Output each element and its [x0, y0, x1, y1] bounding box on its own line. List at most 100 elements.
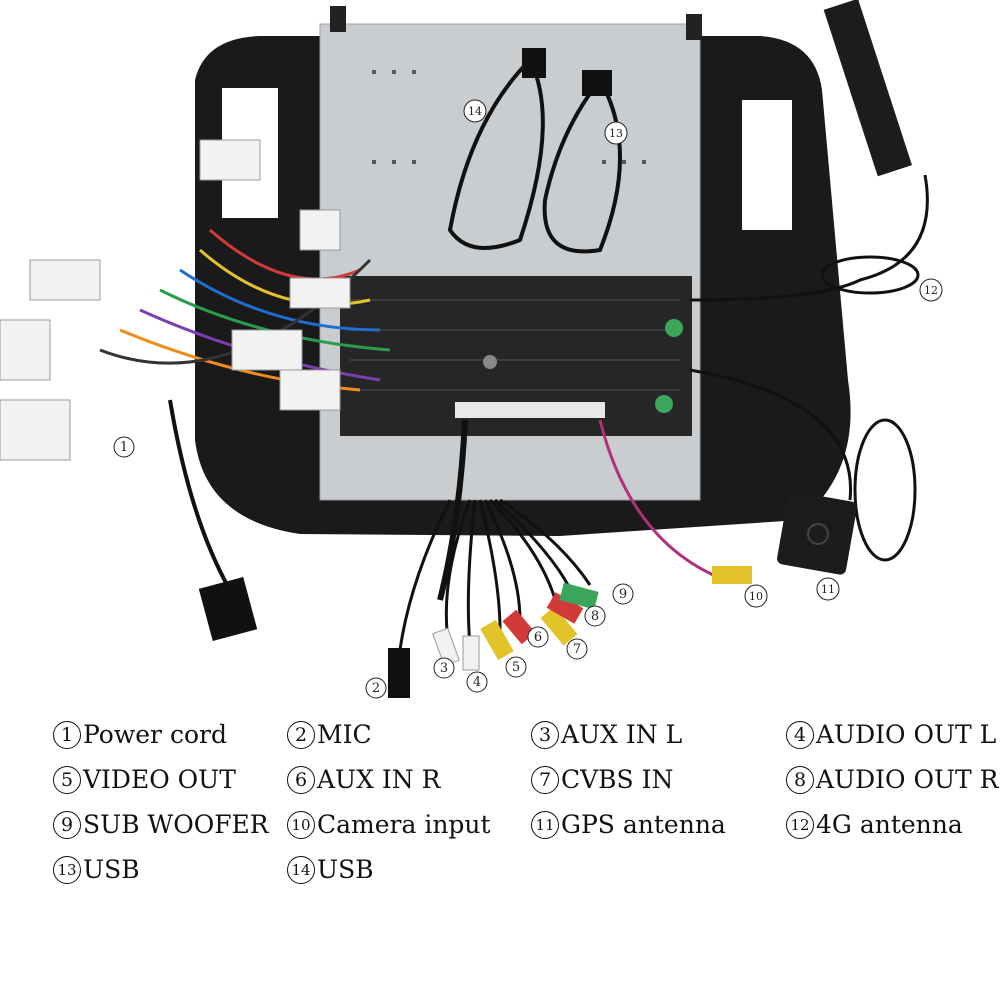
svg-text:14: 14 [468, 105, 482, 118]
svg-text:7: 7 [573, 642, 581, 657]
svg-text:3: 3 [440, 661, 448, 676]
harness-connector [199, 139, 261, 181]
callout-6: 6 [527, 626, 549, 648]
svg-text:13: 13 [609, 127, 623, 140]
legend-number: 5 [53, 766, 81, 794]
callout-13: 13 [604, 121, 628, 145]
legend-number: 1 [53, 721, 81, 749]
frame-slot-right [742, 100, 792, 230]
legend-number: 7 [531, 766, 559, 794]
legend-label: AUDIO OUT L [816, 720, 997, 749]
mic-plug [388, 648, 410, 698]
rca-plug-red [502, 609, 536, 645]
legend-label: GPS antenna [561, 810, 726, 839]
legend-label: SUB WOOFER [83, 810, 269, 839]
legend-number: 8 [786, 766, 814, 794]
legend-label: VIDEO OUT [83, 765, 236, 794]
callout-3: 3 [433, 657, 455, 679]
svg-text:1: 1 [120, 440, 128, 455]
harness-connector [299, 209, 341, 251]
legend-label: MIC [317, 720, 372, 749]
legend-label: Camera input [317, 810, 491, 839]
harness-connector [289, 277, 351, 309]
callout-10: 10 [744, 584, 768, 608]
svg-text:2: 2 [372, 681, 380, 696]
callout-12: 12 [919, 278, 943, 302]
legend-label: AUX IN L [561, 720, 683, 749]
legend-label: USB [83, 855, 140, 884]
4g-antenna-cable [689, 174, 929, 302]
gps-antenna [777, 491, 857, 575]
legend-label: USB [317, 855, 374, 884]
legend-label: CVBS IN [561, 765, 674, 794]
rca-plug-yellow [712, 566, 752, 584]
rca-bundle [437, 419, 468, 601]
head-unit-photo: 1 2 3 4 5 6 7 8 9 10 11 12 13 14 [0, 0, 943, 699]
legend-label: AUX IN R [317, 765, 441, 794]
green-port [655, 395, 673, 413]
legend-number: 9 [53, 811, 81, 839]
legend-number: 14 [287, 856, 315, 884]
callout-8: 8 [584, 605, 606, 627]
legend-number: 12 [786, 811, 814, 839]
mounting-tab [686, 14, 702, 40]
legend-number: 4 [786, 721, 814, 749]
svg-text:6: 6 [534, 630, 542, 645]
callout-5: 5 [505, 656, 527, 678]
legend-label: Power cord [83, 720, 227, 749]
svg-text:9: 9 [619, 587, 627, 602]
camera-input-cable [598, 419, 721, 580]
legend-number: 2 [287, 721, 315, 749]
svg-text:4: 4 [473, 675, 481, 690]
mounting-tab [330, 6, 346, 32]
legend-number: 10 [287, 811, 315, 839]
harness-connector [279, 369, 341, 411]
legend-number: 6 [287, 766, 315, 794]
rca-plug-white [462, 635, 480, 671]
callout-11: 11 [816, 577, 840, 601]
chassis-knob [483, 355, 497, 369]
rca-plug-red [546, 592, 584, 624]
legend-number: 3 [531, 721, 559, 749]
harness-connector [231, 329, 303, 371]
gps-logo-icon [807, 523, 829, 545]
4g-cable-coil [820, 255, 920, 295]
rca-plug-green [559, 582, 599, 610]
harness-connector [0, 319, 51, 381]
green-port [665, 319, 683, 337]
harness-connector [29, 259, 101, 301]
svg-text:11: 11 [821, 583, 835, 596]
svg-text:12: 12 [924, 284, 938, 297]
legend-number: 13 [53, 856, 81, 884]
connector-block [455, 402, 605, 418]
usb-plug [522, 48, 546, 78]
callout-2: 2 [365, 677, 387, 699]
gps-antenna-cable [689, 368, 853, 501]
usb-adapter [198, 576, 258, 642]
callout-14: 14 [463, 99, 487, 123]
rca-plug-yellow [540, 606, 578, 646]
usb-cable [447, 58, 545, 250]
4g-antenna [823, 0, 913, 177]
rca-plug-yellow [480, 619, 514, 661]
svg-text:8: 8 [591, 609, 599, 624]
usb-plug [582, 70, 612, 96]
callout-7: 7 [566, 638, 588, 660]
harness-connector [0, 399, 71, 461]
usb-cable [542, 78, 622, 254]
